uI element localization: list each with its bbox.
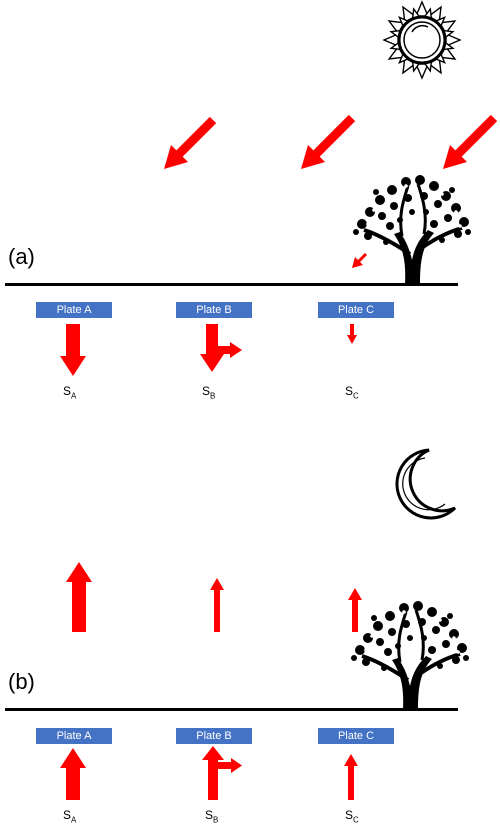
s-label-a: SA xyxy=(63,808,77,825)
sunlight-arrow-1 xyxy=(164,116,217,169)
plate-b-label: Plate B xyxy=(176,302,252,318)
tree-icon xyxy=(351,173,473,286)
plate-a-label: Plate A xyxy=(36,728,112,744)
s-label-c: SC xyxy=(345,384,359,401)
flux-arrow-plate-a xyxy=(60,748,86,800)
crescent-moon-icon xyxy=(395,448,457,520)
ground-line-b xyxy=(5,708,458,711)
sun-icon xyxy=(382,0,462,80)
s-label-a: SA xyxy=(63,384,77,401)
panel-label-b: (b) xyxy=(8,669,35,694)
flux-arrow-plate-c xyxy=(347,324,357,344)
emission-arrow-b xyxy=(210,578,224,632)
flux-arrow-plate-b xyxy=(200,324,242,372)
s-label-c: SC xyxy=(345,808,359,825)
plate-c-label: Plate C xyxy=(318,302,394,318)
s-label-b: SB xyxy=(202,384,216,401)
sunlight-arrow-2 xyxy=(301,114,356,169)
flux-arrow-plate-b xyxy=(202,746,242,800)
plate-a-label: Plate A xyxy=(36,302,112,318)
shaded-ray-arrow xyxy=(352,252,368,268)
flux-arrow-plate-c xyxy=(344,754,358,800)
s-label-b: SB xyxy=(205,808,219,825)
emission-arrow-a xyxy=(66,562,92,632)
tree-icon xyxy=(349,599,471,712)
ground-line-a xyxy=(5,283,458,286)
sunlight-arrow-3 xyxy=(443,114,498,169)
plate-b-label: Plate B xyxy=(176,728,252,744)
plate-c-label: Plate C xyxy=(318,728,394,744)
emission-arrow-c xyxy=(348,588,362,632)
flux-arrow-plate-a xyxy=(60,324,86,376)
panel-label-a: (a) xyxy=(8,244,35,269)
